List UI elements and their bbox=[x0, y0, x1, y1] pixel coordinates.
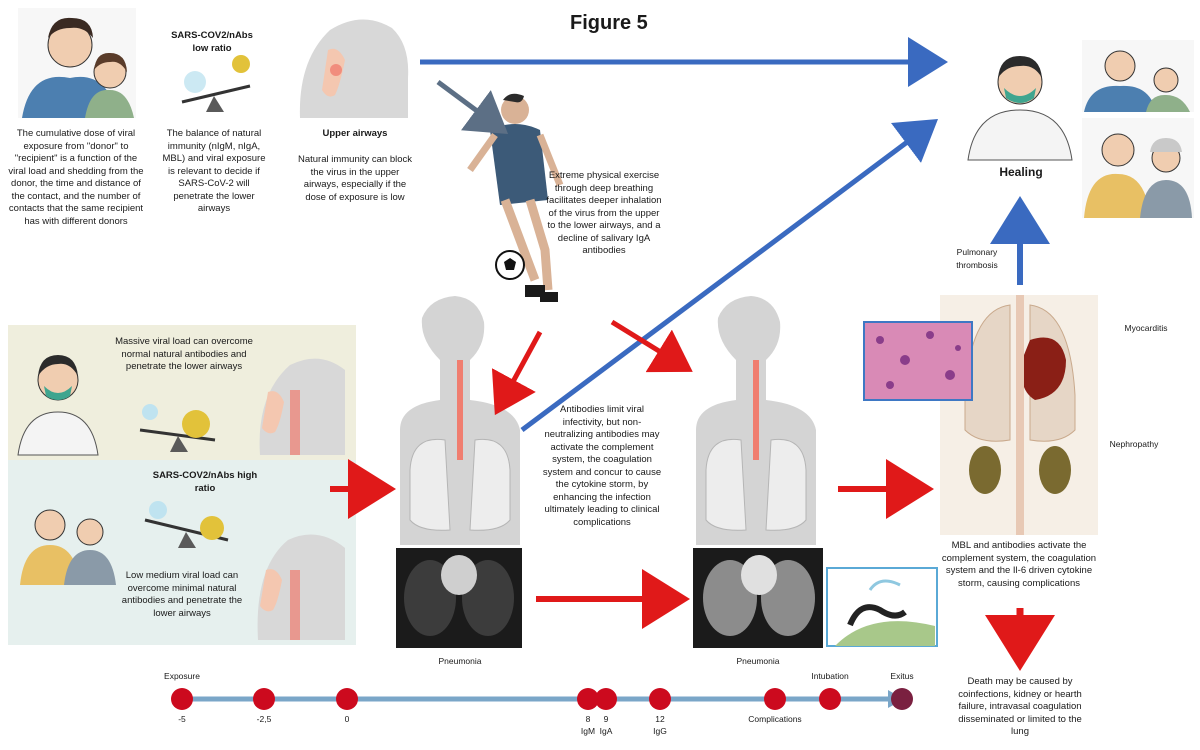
timeline-dot bbox=[819, 688, 841, 710]
elderly-couple-illustration-left bbox=[20, 509, 116, 585]
masked-doctor-illustration bbox=[17, 355, 99, 456]
doctor-healing-illustration bbox=[967, 56, 1073, 161]
healing-label: Healing bbox=[999, 165, 1043, 179]
timeline-bottom-label: -2,5 bbox=[256, 714, 272, 724]
antibodies-limit-text: Antibodies limit viral infectivity, but … bbox=[542, 404, 662, 528]
torso-lungs-left-illustration bbox=[400, 296, 520, 545]
ct-scan-left-illustration bbox=[396, 548, 522, 648]
massive-load-text: Massive viral load can overcome normal n… bbox=[115, 336, 253, 372]
head-massive-load-illustration bbox=[259, 358, 345, 455]
timeline-antibody-label: IgM bbox=[580, 726, 596, 736]
timeline-top-label: Exitus bbox=[890, 671, 914, 681]
pulmonary-thrombosis-label: Pulmonary thrombosis bbox=[956, 247, 998, 270]
ratio-high-title: SARS-COV2/nAbs high ratio bbox=[152, 470, 258, 494]
timeline-dot bbox=[595, 688, 617, 710]
timeline-bottom-label: 0 bbox=[344, 714, 350, 724]
arrow-airways-to-exercise bbox=[436, 79, 509, 134]
arrow-pneumonia-to-healing bbox=[520, 119, 939, 433]
timeline-dot bbox=[171, 688, 193, 710]
timeline-bottom-label: 9 bbox=[603, 714, 609, 724]
upper-airways-title: Upper airways bbox=[322, 128, 388, 139]
timeline-dot bbox=[764, 688, 786, 710]
timeline-bottom-label: 12 bbox=[655, 714, 665, 724]
mbl-activate-text: MBL and antibodies activate the compleme… bbox=[941, 540, 1097, 589]
balance-text: The balance of natural immunity (nIgM, n… bbox=[162, 128, 266, 214]
upper-airways-text: Natural immunity can block the virus in … bbox=[297, 154, 413, 203]
timeline-antibody-label: IgG bbox=[653, 726, 667, 736]
head-upper-airways-illustration bbox=[299, 19, 409, 118]
low-medium-load-text: Low medium viral load can overcome minim… bbox=[121, 570, 243, 619]
couple-illustration-top bbox=[18, 8, 136, 118]
timeline-top-label: Exposure bbox=[164, 671, 200, 681]
torso-lungs-right-illustration bbox=[696, 296, 816, 545]
timeline-dot bbox=[336, 688, 358, 710]
timeline-bottom-label: Complications bbox=[748, 714, 802, 724]
arrow-exercise-to-pneumonia-right bbox=[610, 319, 693, 373]
timeline-bottom-label: 8 bbox=[585, 714, 591, 724]
soccer-player-illustration bbox=[467, 93, 564, 302]
ratio-low-title: SARS-COV2/nAbs low ratio bbox=[171, 30, 253, 54]
scale-high-ratio-illustration bbox=[144, 501, 229, 548]
couple-illustration-right-top bbox=[1082, 40, 1194, 112]
nephropathy-label: Nephropathy bbox=[1109, 439, 1159, 449]
timeline-antibody-label: IgA bbox=[599, 726, 613, 736]
body-organs-illustration bbox=[940, 295, 1098, 535]
scale-massive-load-illustration bbox=[139, 404, 216, 452]
timeline bbox=[180, 690, 904, 708]
exercise-text: Extreme physical exercise through deep b… bbox=[546, 170, 662, 256]
timeline-dot bbox=[253, 688, 275, 710]
timeline-dot bbox=[891, 688, 913, 710]
elderly-couple-illustration-right bbox=[1082, 118, 1194, 218]
head-low-medium-load-illustration bbox=[257, 534, 345, 640]
timeline-top-label: Intubation bbox=[811, 671, 849, 681]
cumulative-dose-text: The cumulative dose of viral exposure fr… bbox=[8, 128, 144, 227]
intubation-illustration bbox=[826, 567, 938, 647]
arrow-exercise-to-pneumonia-left bbox=[491, 330, 543, 416]
scale-low-ratio-illustration bbox=[181, 55, 251, 112]
timeline-dot bbox=[577, 688, 599, 710]
timeline-bottom-label: -5 bbox=[178, 714, 186, 724]
pneumonia-label-right: Pneumonia bbox=[736, 656, 780, 666]
histology-image bbox=[863, 321, 973, 401]
ct-scan-right-illustration bbox=[693, 548, 823, 648]
pneumonia-label-left: Pneumonia bbox=[438, 656, 482, 666]
timeline-dot bbox=[649, 688, 671, 710]
death-text: Death may be caused by coinfections, kid… bbox=[958, 676, 1082, 737]
myocarditis-label: Myocarditis bbox=[1124, 323, 1168, 333]
figure-title: Figure 5 bbox=[570, 12, 648, 34]
